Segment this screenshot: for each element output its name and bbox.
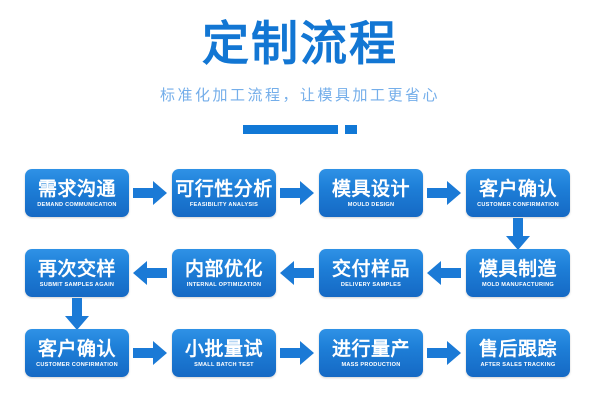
header-divider-bar — [243, 125, 338, 134]
arrow-right-icon — [427, 341, 461, 365]
flow-step-box[interactable]: 需求沟通 DEMAND COMMUNICATION — [25, 169, 129, 217]
arrow-right-icon — [280, 181, 314, 205]
flow-step-box[interactable]: 内部优化 INTERNAL OPTIMIZATION — [172, 249, 276, 297]
arrow-down-icon — [65, 298, 89, 330]
flow-step-box[interactable]: 模具设计 MOULD DESIGN — [319, 169, 423, 217]
flow-step-label-cn: 进行量产 — [331, 338, 410, 360]
flow-step-label-en: MOLD MANUFACTURING — [482, 282, 554, 288]
flow-step-label-cn: 可行性分析 — [175, 178, 273, 200]
flow-step-label-cn: 客户确认 — [37, 338, 116, 360]
flow-step-label-cn: 模具制造 — [478, 258, 557, 280]
flow-step-label-cn: 小批量试 — [184, 338, 263, 360]
flow-step-label-cn: 需求沟通 — [37, 178, 116, 200]
flow-step-box[interactable]: 交付样品 DELIVERY SAMPLES — [319, 249, 423, 297]
flow-step-box[interactable]: 可行性分析 FEASIBILITY ANALYSIS — [172, 169, 276, 217]
arrow-right-icon — [280, 341, 314, 365]
flow-step-label-cn: 客户确认 — [478, 178, 557, 200]
arrow-left-icon — [427, 261, 461, 285]
flow-step-label-en: SMALL BATCH TEST — [194, 362, 254, 368]
flow-step-label-cn: 再次交样 — [37, 258, 116, 280]
header: 定制流程 标准化加工流程，让模具加工更省心 — [0, 0, 600, 150]
page-title: 定制流程 — [202, 17, 398, 72]
flow-step-label-en: FEASIBILITY ANALYSIS — [189, 202, 259, 208]
arrow-right-icon — [133, 181, 167, 205]
flow-step-box[interactable]: 售后跟踪 AFTER SALES TRACKING — [466, 329, 570, 377]
flow-step-label-en: AFTER SALES TRACKING — [480, 362, 556, 368]
arrow-right-icon — [427, 181, 461, 205]
flow-step-label-en: MOULD DESIGN — [347, 202, 395, 208]
flow-step-box[interactable]: 客户确认 CUSTOMER CONFIRMATION — [466, 169, 570, 217]
flow-step-label-en: CUSTOMER CONFIRMATION — [36, 362, 118, 368]
flow-step-label-en: CUSTOMER CONFIRMATION — [477, 202, 559, 208]
flow-step-label-cn: 模具设计 — [331, 178, 410, 200]
arrow-left-icon — [133, 261, 167, 285]
flow-step-box[interactable]: 再次交样 SUBMIT SAMPLES AGAIN — [25, 249, 129, 297]
flow-step-label-cn: 交付样品 — [331, 258, 410, 280]
flow-step-label-cn: 内部优化 — [184, 258, 263, 280]
page-subtitle: 标准化加工流程，让模具加工更省心 — [159, 86, 440, 104]
arrow-left-icon — [280, 261, 314, 285]
flow-step-box[interactable]: 客户确认 CUSTOMER CONFIRMATION — [25, 329, 129, 377]
flow-step-label-cn: 售后跟踪 — [478, 338, 557, 360]
flow-step-box[interactable]: 小批量试 SMALL BATCH TEST — [172, 329, 276, 377]
flow-step-label-en: INTERNAL OPTIMIZATION — [186, 282, 262, 288]
flow-step-label-en: SUBMIT SAMPLES AGAIN — [39, 282, 115, 288]
flow-step-label-en: DELIVERY SAMPLES — [340, 282, 402, 288]
flow-step-box[interactable]: 进行量产 MASS PRODUCTION — [319, 329, 423, 377]
arrow-down-icon — [506, 218, 530, 250]
flow-step-label-en: DEMAND COMMUNICATION — [37, 202, 117, 208]
arrow-right-icon — [133, 341, 167, 365]
flow-step-box[interactable]: 模具制造 MOLD MANUFACTURING — [466, 249, 570, 297]
header-divider-dot — [345, 125, 357, 134]
flow-step-label-en: MASS PRODUCTION — [341, 362, 401, 368]
